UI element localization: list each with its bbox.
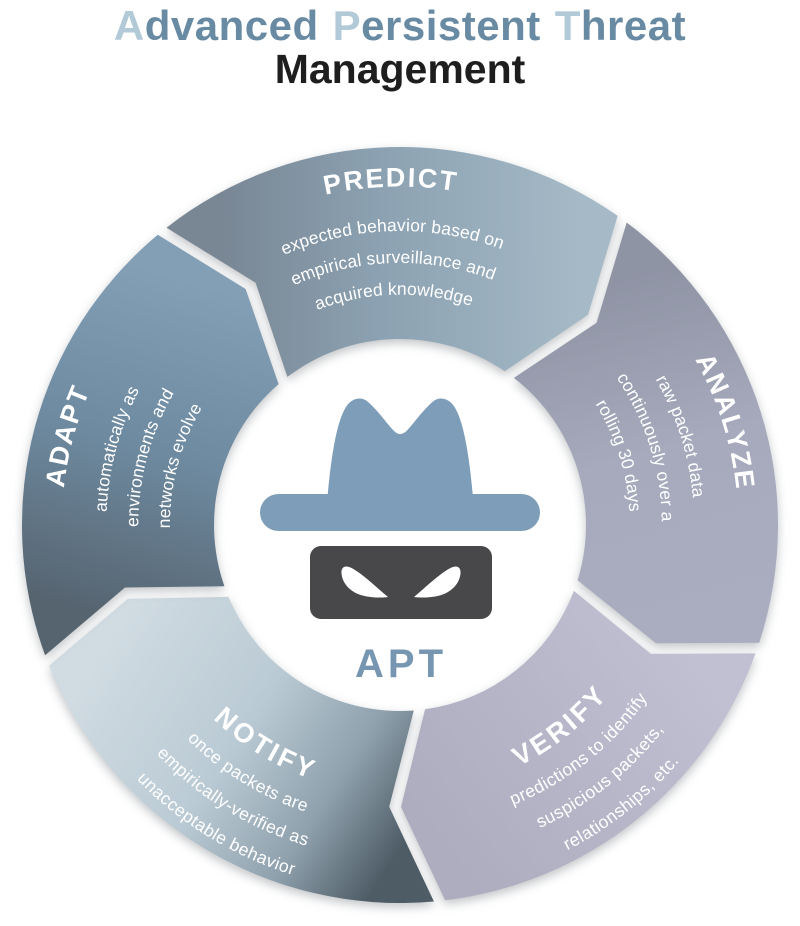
title-word-threat: Threat	[555, 2, 686, 49]
title-initial: T	[554, 2, 581, 49]
title-word-rest: ersistent	[361, 2, 541, 49]
segment-verify	[401, 590, 756, 901]
spy-hat-brim-icon	[260, 494, 540, 531]
segment-notify	[49, 596, 434, 904]
center-apt-label: APT	[355, 642, 447, 686]
spy-hat-crown-icon	[327, 398, 474, 503]
title-subtitle: Management	[274, 46, 526, 92]
spy-mask-icon	[310, 546, 492, 619]
spy-icon: APT	[260, 398, 540, 686]
title-word-rest: hreat	[580, 2, 687, 49]
segment-analyze	[513, 222, 778, 644]
title-initial: A	[113, 2, 145, 49]
title-line-1: Advanced Persistent Threat	[0, 4, 800, 48]
title-word-rest: dvanced	[144, 2, 319, 49]
title-initial: P	[332, 2, 362, 49]
segment-adapt	[21, 234, 279, 656]
spy-right-eye-icon	[414, 566, 461, 598]
spy-left-eye-icon	[341, 566, 388, 598]
title-word-advanced: Advanced	[114, 2, 319, 49]
title-word-persistent: Persistent	[333, 2, 541, 49]
segment-predict	[166, 146, 618, 377]
page-title: Advanced Persistent Threat Management	[0, 4, 800, 92]
